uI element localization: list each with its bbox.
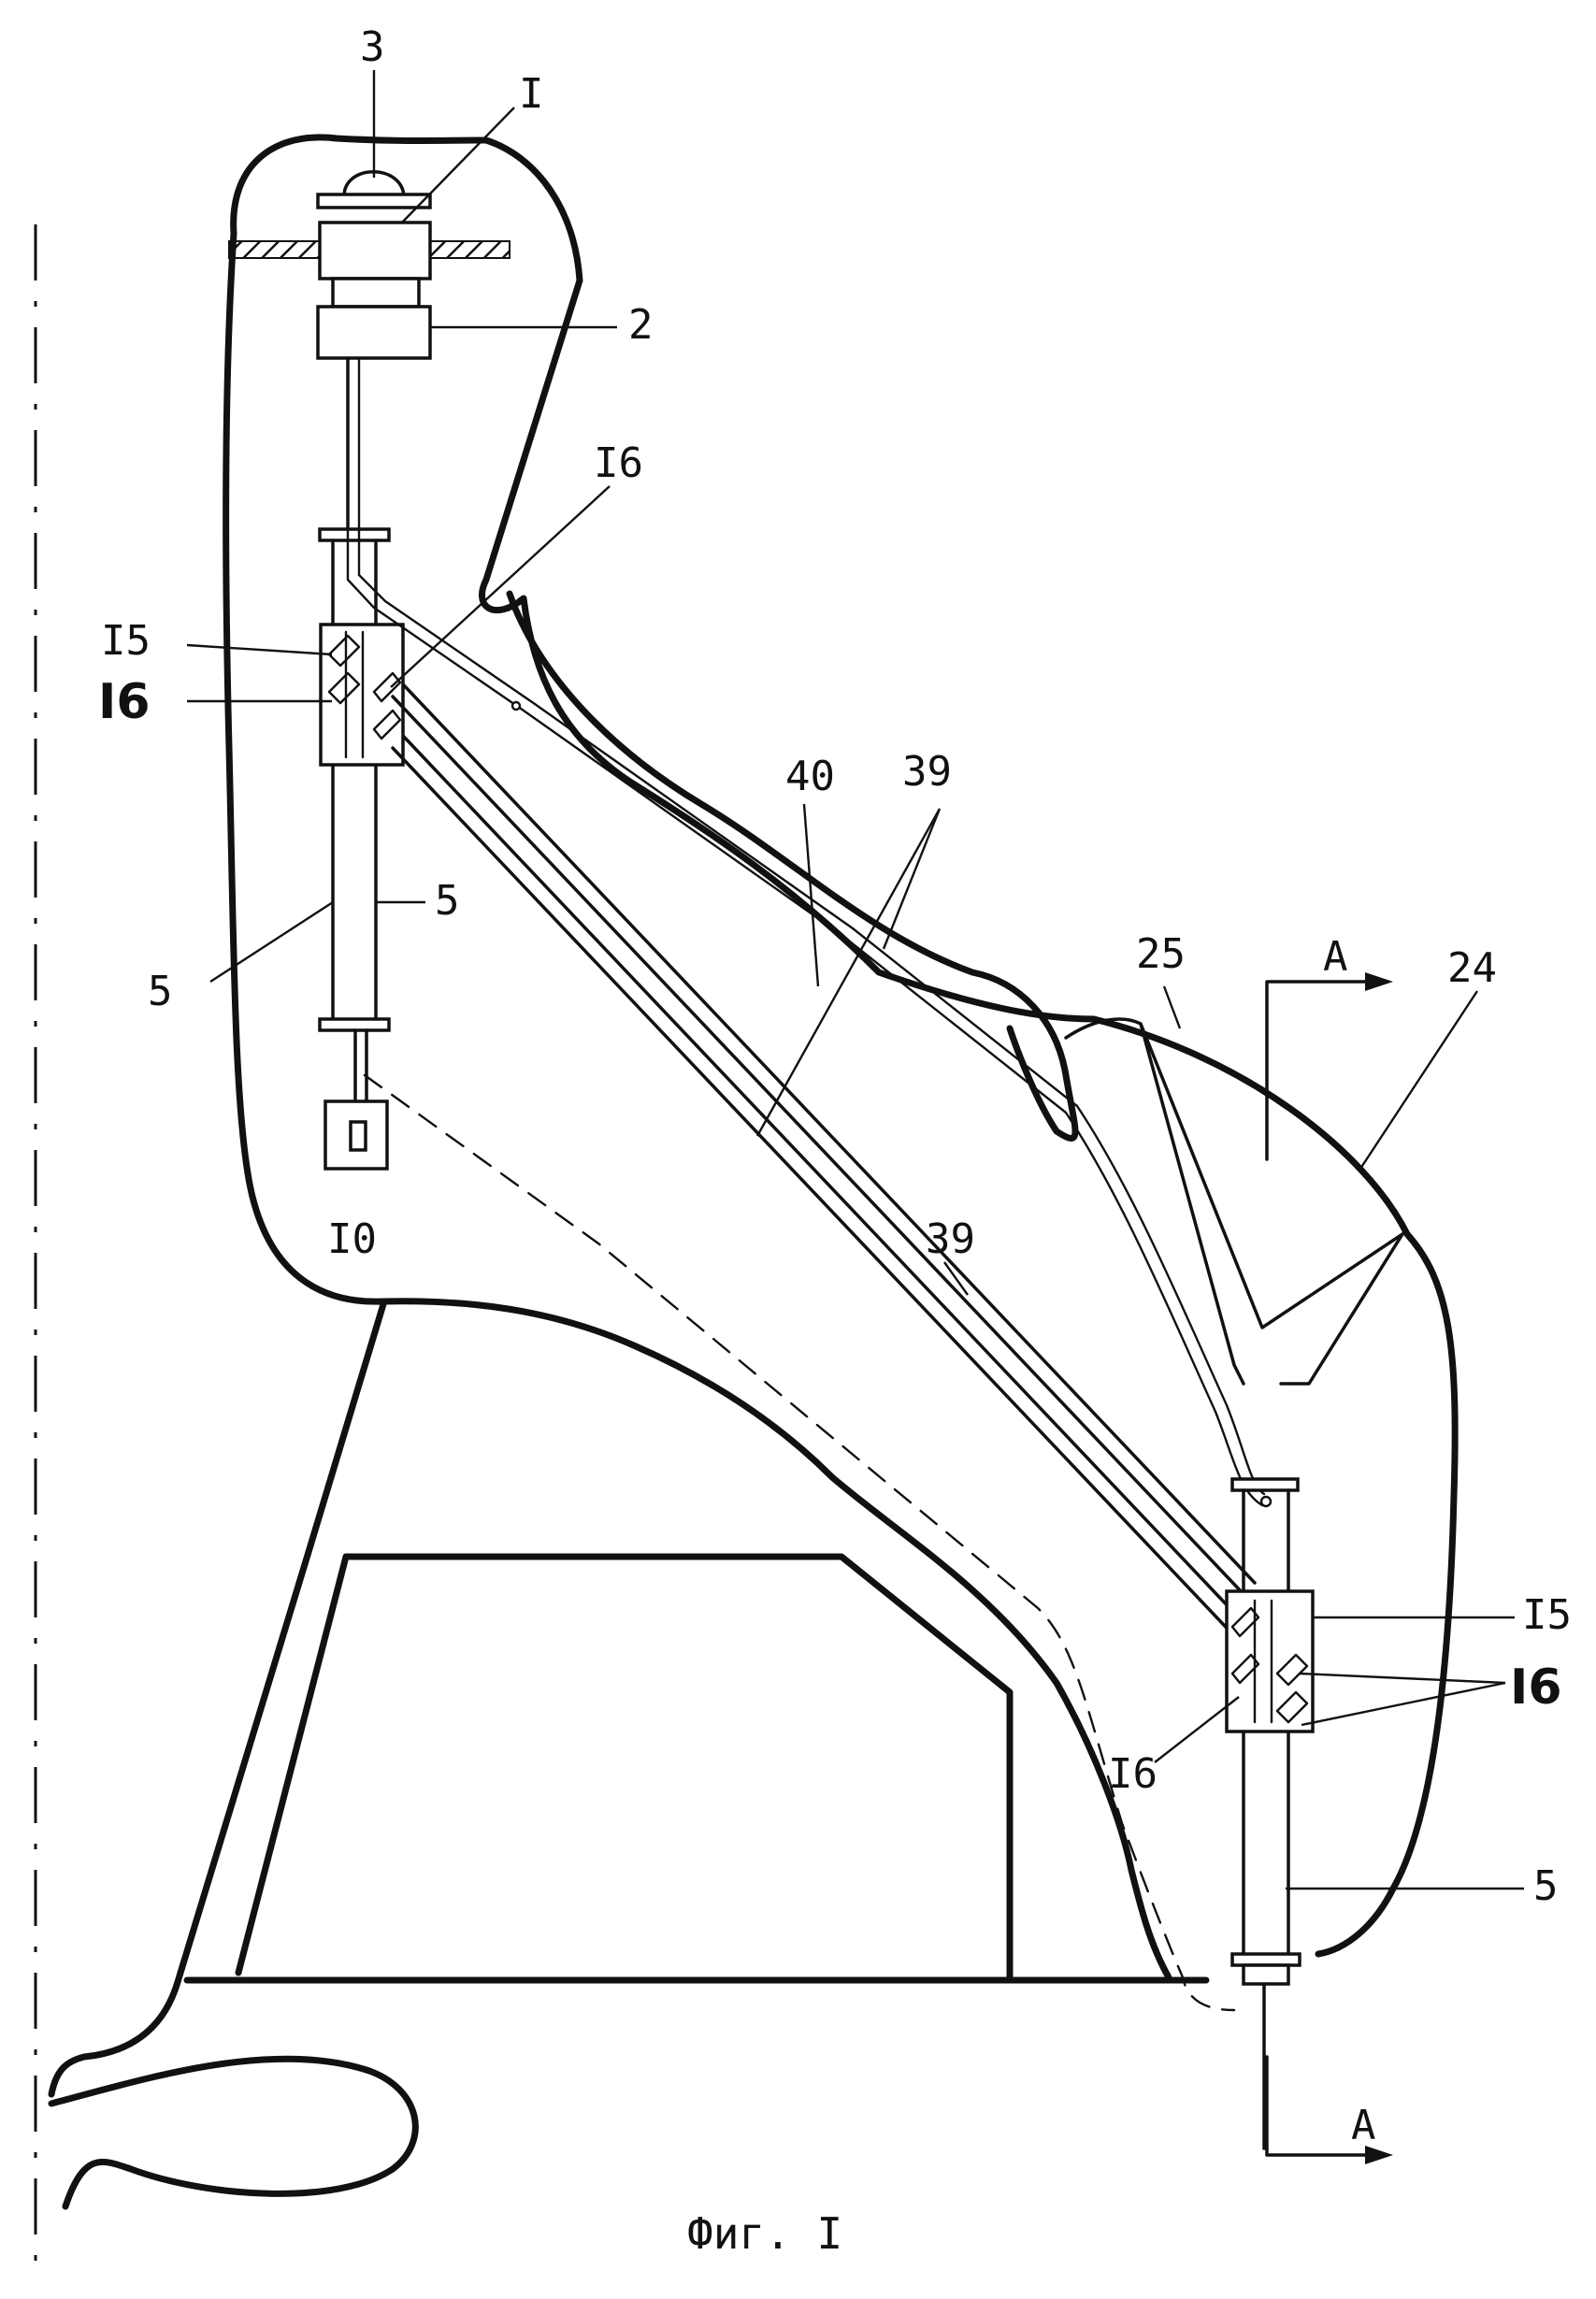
leader-39-top-b: [884, 809, 940, 949]
leader-16-right-b: [1301, 1683, 1505, 1725]
label-I6-right: I6: [1510, 1660, 1562, 1716]
support-strut: [51, 1304, 383, 2094]
flange-lower-right-2: [1244, 1965, 1288, 1984]
leader-1: [402, 108, 514, 223]
component-I0-core: [351, 1122, 366, 1150]
leader-25: [1164, 986, 1180, 1028]
component-2-body: [318, 307, 430, 358]
label-5-left: 5: [148, 968, 173, 1015]
label-39-mid: 39: [926, 1215, 975, 1263]
label-I6-left: I6: [98, 674, 151, 730]
flange-lower-left: [320, 1019, 389, 1030]
section-line-top: [1267, 982, 1365, 1159]
cable-joint: [512, 702, 520, 710]
figure-caption: Фиг. I: [687, 2208, 842, 2259]
label-A-top: A: [1323, 933, 1348, 981]
cable-end: [1261, 1497, 1271, 1506]
leader-15-left: [187, 645, 332, 654]
component-I-collar: [333, 279, 419, 307]
label-2: 2: [628, 301, 654, 349]
leader-16-right-a: [1300, 1674, 1505, 1683]
label-I5-left: I5: [101, 617, 151, 665]
section-arrow-top: [1365, 972, 1393, 991]
dashed-line: [365, 1075, 1234, 2010]
label-5-mid: 5: [435, 877, 460, 925]
label-I5-right: I5: [1522, 1591, 1572, 1639]
flange-upper-right: [1232, 1479, 1298, 1490]
shaft-39-a2: [404, 685, 1255, 1583]
component-3-flange: [318, 194, 430, 208]
flange-lower-right: [1232, 1954, 1300, 1965]
leader-24: [1360, 991, 1477, 1169]
cable-40-a: [348, 358, 1262, 1505]
label-5-right: 5: [1533, 1862, 1559, 1910]
label-I6-top: I6: [594, 439, 643, 487]
leader-16-top: [391, 486, 610, 687]
label-I: I: [519, 70, 544, 118]
flange-upper-left: [320, 529, 389, 540]
component-I-body: [320, 223, 430, 279]
flow-channel-wall: [510, 594, 1075, 1139]
label-24: 24: [1447, 944, 1497, 992]
inner-cavity: [238, 1557, 1010, 1977]
label-39-top: 39: [902, 748, 952, 796]
label-I0: I0: [327, 1215, 377, 1263]
label-3: 3: [360, 23, 385, 71]
label-I6-lowmid: I6: [1108, 1750, 1157, 1798]
label-A-bottom: A: [1351, 2102, 1376, 2149]
leader-5-left: [210, 902, 333, 982]
cable-40-b: [359, 358, 1264, 1494]
label-40: 40: [785, 753, 835, 800]
propeller-blade: [51, 2059, 415, 2206]
label-25: 25: [1136, 930, 1186, 978]
